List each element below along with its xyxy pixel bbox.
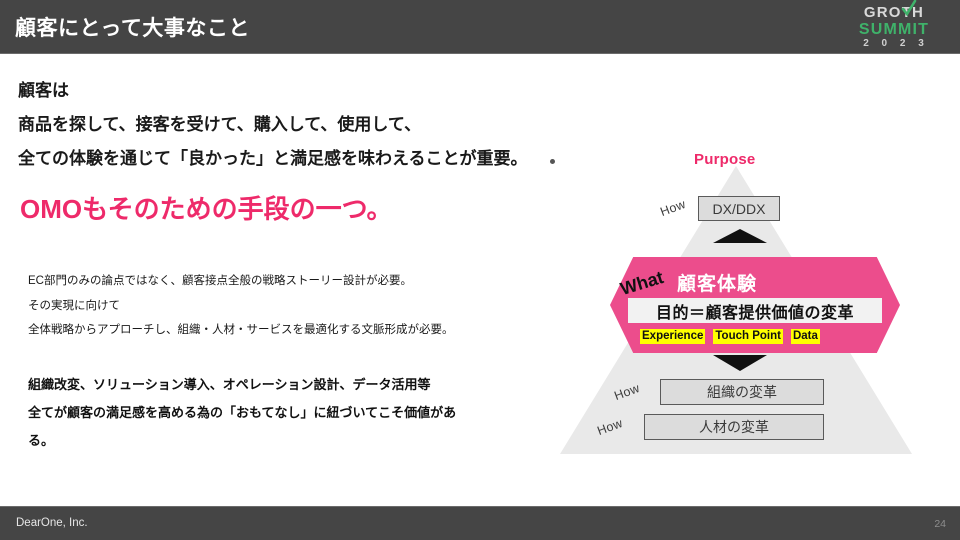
omo-headline: OMOもそのための手段の一つ。 bbox=[20, 194, 393, 224]
purpose-value-box: 目的＝顧客提供価値の変革 bbox=[628, 298, 882, 323]
summary-line: る。 bbox=[28, 433, 55, 448]
tag-data: Data bbox=[790, 329, 820, 345]
lead-line: 全ての体験を通じて「良かった」と満足感を味わえることが重要。 bbox=[18, 149, 528, 168]
box-org-transformation: 組織の変革 bbox=[660, 379, 824, 405]
logo-line-summit: SUMMIT bbox=[858, 21, 930, 38]
growth-summit-logo: GROTH SUMMIT 2 0 2 3 bbox=[842, 0, 946, 51]
footer-page-number: 24 bbox=[934, 518, 946, 530]
slide-footer: DearOne, Inc. 24 bbox=[0, 506, 960, 540]
summary-line: 組織改変、ソリューション導入、オペレーション設計、データ活用等 bbox=[28, 377, 431, 392]
hexagon-tag-row: Experience Touch Point Data bbox=[640, 329, 880, 345]
lead-text-block: 顧客は 商品を探して、接客を受けて、購入して、使用して、 全ての体験を通じて「良… bbox=[18, 82, 558, 184]
note-line: EC部門のみの論点ではなく、顧客接点全般の戦略ストーリー設計が必要。 bbox=[28, 275, 412, 287]
logo-line-year: 2 0 2 3 bbox=[863, 38, 929, 49]
footer-company: DearOne, Inc. bbox=[16, 517, 88, 529]
logo-text-th: TH bbox=[901, 4, 925, 21]
page-title: 顧客にとって大事なこと bbox=[15, 17, 250, 40]
summary-line: 全てが顧客の満足感を高める為の「おもてなし」に紐づいてこそ価値があ bbox=[28, 405, 457, 420]
box-hr-transformation: 人材の変革 bbox=[644, 414, 824, 440]
note-text-block: EC部門のみの論点ではなく、顧客接点全般の戦略ストーリー設計が必要。 その実現に… bbox=[28, 275, 548, 350]
note-line: 全体戦略からアプローチし、組織・人材・サービスを最適化する文脈形成が必要。 bbox=[28, 324, 454, 336]
check-icon bbox=[901, 0, 917, 16]
logo-line-growth: GROTH bbox=[863, 0, 925, 21]
tag-experience: Experience bbox=[640, 329, 706, 345]
logo-text-gro: GRO bbox=[863, 4, 902, 21]
summary-text-block: 組織改変、ソリューション導入、オペレーション設計、データ活用等 全てが顧客の満足… bbox=[28, 378, 528, 462]
note-line: その実現に向けて bbox=[28, 299, 120, 312]
tag-touch-point: Touch Point bbox=[713, 329, 783, 345]
slide-header: 顧客にとって大事なこと GROTH SUMMIT 2 0 2 3 bbox=[0, 0, 960, 54]
apex-label-purpose: Purpose bbox=[694, 151, 756, 168]
box-dx-ddx: DX/DDX bbox=[698, 196, 780, 221]
arrow-up-icon bbox=[713, 229, 767, 243]
hexagon-title-customer-experience: 顧客体験 bbox=[677, 274, 758, 295]
lead-line: 顧客は bbox=[18, 81, 69, 100]
arrow-down-icon bbox=[713, 355, 767, 371]
pyramid-diagram: Purpose How DX/DDX What 顧客体験 目的＝顧客提供価値の変… bbox=[550, 143, 952, 463]
lead-line: 商品を探して、接客を受けて、購入して、使用して、 bbox=[18, 115, 422, 134]
